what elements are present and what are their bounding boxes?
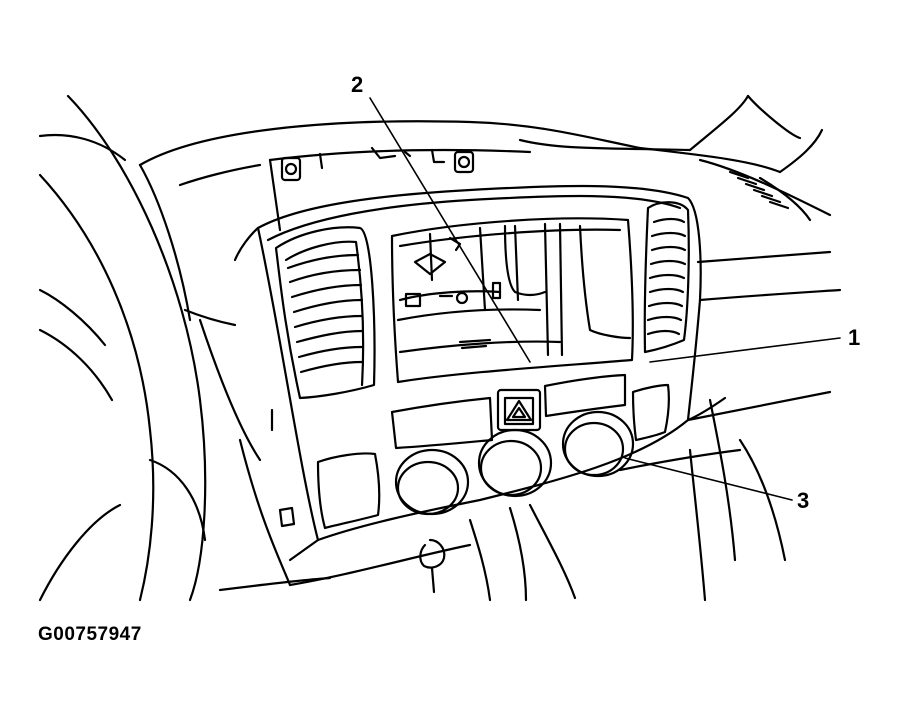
leader-line-2: [369, 97, 531, 363]
leader-line-1: [649, 337, 841, 363]
defrost-vent: [728, 170, 790, 210]
dashboard-top: [138, 94, 832, 322]
lower-dash: [183, 250, 842, 602]
figure-id: G00757947: [38, 624, 142, 645]
steering-wheel: [38, 94, 207, 602]
control-panel: [316, 373, 670, 530]
leader-lines: [369, 97, 841, 501]
right-air-vent: [643, 201, 690, 354]
callout-1: 1: [848, 325, 861, 350]
left-air-vent: [274, 226, 376, 400]
rotary-knobs: [394, 410, 635, 516]
upper-housing: [268, 146, 532, 232]
leader-line-3: [624, 457, 793, 501]
callout-2: 2: [351, 72, 364, 97]
callout-3: 3: [797, 488, 810, 513]
radio-opening: [390, 217, 634, 384]
